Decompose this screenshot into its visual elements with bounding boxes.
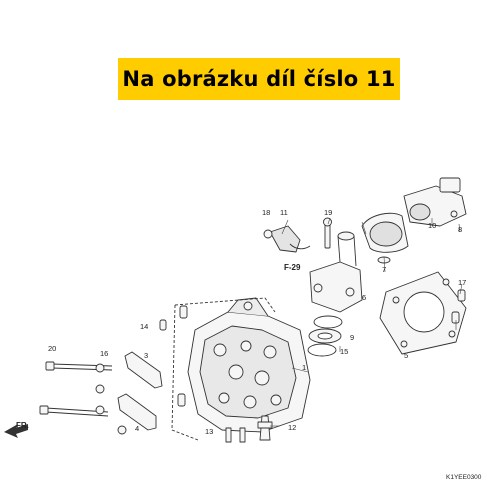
cylinder-head — [187, 297, 311, 433]
cylinder-gasket — [379, 271, 467, 355]
reference-label: F-29 — [284, 263, 301, 272]
banner-text: Na obrázku díl číslo 11 — [122, 67, 396, 91]
insulator — [309, 231, 363, 313]
part-label: 19 — [324, 208, 332, 217]
part-label: 3 — [144, 351, 148, 360]
part-label: 9 — [350, 333, 354, 342]
part-label: 1 — [302, 363, 306, 372]
throttle-body — [403, 177, 467, 227]
bracket-part-11 — [263, 225, 311, 253]
part-label: 20 — [48, 344, 56, 353]
front-label: FR. — [16, 421, 29, 430]
part-label: 4 — [135, 424, 139, 433]
part-label: 5 — [404, 351, 408, 360]
part-label: 18 — [262, 208, 270, 217]
part-label: 11 — [280, 208, 288, 217]
part-label: 13 — [205, 427, 213, 436]
intake-joint — [361, 212, 409, 264]
part-label: 10 — [428, 221, 436, 230]
part-label: 17 — [458, 278, 466, 287]
part-label: 12 — [288, 423, 296, 432]
part-label: 16 — [100, 349, 108, 358]
diagram-code: K1YEE0300 — [446, 474, 482, 481]
highlight-banner: Na obrázku díl číslo 11 — [118, 58, 400, 100]
front-direction-arrow — [4, 424, 28, 438]
part-label: 7 — [382, 265, 386, 274]
part-label: 14 — [140, 322, 148, 331]
part-labels: 1 3 4 5 6 7 8 9 10 11 12 13 14 15 16 17 … — [16, 208, 482, 481]
part-label: 15 — [340, 347, 348, 356]
part-label: 6 — [362, 293, 366, 302]
part-label: 8 — [458, 225, 462, 234]
